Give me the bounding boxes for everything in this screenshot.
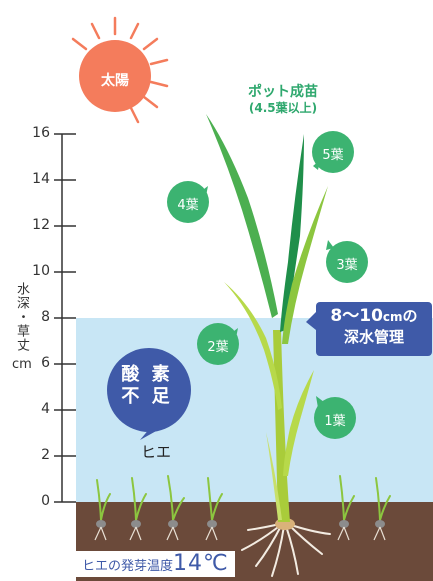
leaf-label-5: 5葉	[322, 148, 344, 163]
oxygen-shortage-text: 酸 素 不 足	[112, 364, 182, 408]
water-callout-particle: の	[402, 307, 418, 325]
germination-temp-banner: ヒエの発芽温度14℃	[76, 551, 235, 577]
water-depth-range: 8～10	[330, 306, 383, 326]
oxygen-bubble	[107, 348, 191, 440]
sun-label: 太陽	[101, 73, 129, 89]
tick-label-10: 10	[32, 263, 50, 279]
tick-label-16: 16	[32, 125, 50, 141]
leaf-label-4: 4葉	[177, 198, 199, 213]
oxygen-line2: 不 足	[121, 386, 173, 407]
water-callout-line1: 8～10cmの	[318, 306, 430, 327]
y-axis-unit: cm	[12, 357, 32, 372]
germination-value: 14℃	[173, 551, 229, 576]
y-axis	[54, 133, 76, 503]
title-sub: (4.5葉以上)	[248, 101, 318, 115]
weed-sprout-icon	[94, 475, 391, 541]
y-axis-label: 水深・草丈 cm	[12, 282, 32, 372]
leaf-label-1: 1葉	[324, 414, 346, 429]
tick-label-12: 12	[32, 217, 50, 233]
weed-label: ヒエ	[140, 443, 171, 461]
y-axis-title: 水深・草丈	[14, 282, 29, 352]
tick-label-0: 0	[41, 493, 50, 509]
tick-label-8: 8	[41, 309, 50, 325]
water-depth-unit: cm	[382, 310, 403, 324]
oxygen-line1: 酸 素	[121, 364, 173, 385]
sun-icon	[71, 16, 169, 124]
germination-label: ヒエの発芽温度	[82, 559, 174, 574]
leaf-badges	[167, 131, 368, 439]
tick-label-2: 2	[41, 447, 50, 463]
water-callout-box	[306, 302, 432, 356]
leaf-label-3: 3葉	[336, 258, 358, 273]
leaf-label-2: 2葉	[207, 340, 229, 355]
water-callout: 8～10cmの 深水管理	[318, 306, 430, 347]
water-callout-line2: 深水管理	[343, 328, 404, 346]
rice-seedling-icon	[206, 114, 328, 522]
tick-label-6: 6	[41, 355, 50, 371]
tick-label-4: 4	[41, 401, 50, 417]
diagram-title: ポット成苗 (4.5葉以上)	[228, 84, 338, 116]
title-main: ポット成苗	[248, 84, 318, 100]
tick-label-14: 14	[32, 171, 50, 187]
